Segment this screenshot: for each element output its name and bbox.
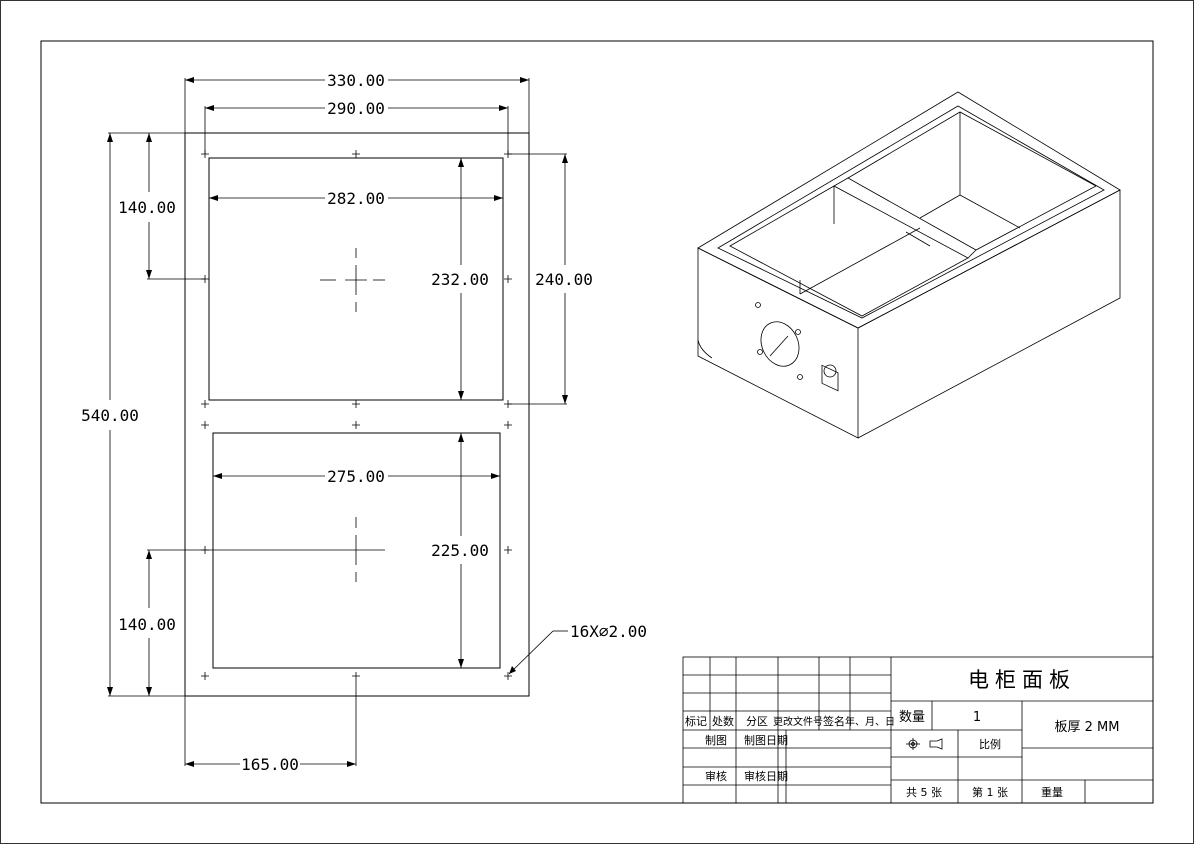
dim-lower-offset: 140.00	[118, 615, 176, 634]
mounting-holes	[201, 150, 512, 680]
panel-outline	[184, 132, 530, 697]
weight-label: 重量	[1041, 785, 1063, 799]
dim-upper-cutout-width: 282.00	[327, 189, 385, 208]
dimension-lines	[108, 78, 568, 766]
center-mark-upper	[320, 248, 385, 312]
iso-top-rim	[697, 91, 1121, 329]
review-label: 审核	[705, 769, 727, 783]
iso-front-face	[697, 247, 859, 439]
rev-header: 更改文件号	[773, 715, 823, 728]
projection-symbol-icon	[906, 738, 943, 750]
iso-small-holes	[755, 302, 837, 380]
scale-label: 比例	[979, 737, 1001, 751]
dim-upper-hole-span-height: 240.00	[535, 270, 593, 289]
iso-round-cutout	[760, 321, 800, 367]
dim-hole-span-width: 290.00	[327, 99, 385, 118]
title-block	[682, 656, 1154, 804]
sheet-number: 第 1 张	[972, 785, 1008, 799]
dim-lower-cutout-width: 275.00	[327, 467, 385, 486]
quantity-label: 数量	[899, 710, 925, 725]
drawn-label: 制图	[705, 734, 727, 747]
dimension-arrows	[107, 77, 568, 767]
rev-header: 年、月、日	[845, 715, 895, 728]
drawn-date-label: 制图日期	[744, 734, 788, 747]
front-view: 330.00 290.00 282.00 232.00 240.00 140.0…	[81, 71, 647, 774]
hole-callout: 16X⌀2.00	[570, 622, 647, 641]
isometric-view	[697, 91, 1121, 439]
thickness-label: 板厚 2 MM	[1055, 720, 1120, 735]
dim-upper-offset: 140.00	[118, 198, 176, 217]
dim-lower-cutout-height: 225.00	[431, 541, 489, 560]
dim-overall-width: 330.00	[327, 71, 385, 90]
lower-cutout	[212, 432, 501, 669]
dim-upper-cutout-height: 232.00	[431, 270, 489, 289]
rev-header: 分区	[746, 715, 768, 728]
rev-header: 处数	[712, 715, 734, 728]
sheets-total: 共 5 张	[906, 786, 942, 799]
dim-bottom-offset: 165.00	[241, 755, 299, 774]
drawing-frame	[40, 40, 1154, 804]
rev-header: 标记	[685, 714, 707, 728]
drawing-title: 电柜面板	[968, 668, 1076, 692]
rev-header: 签名	[823, 714, 845, 728]
quantity-value: 1	[973, 710, 981, 725]
review-date-label: 审核日期	[744, 769, 788, 783]
dim-overall-height: 540.00	[81, 406, 139, 425]
iso-square-cutout	[821, 364, 839, 392]
iso-right-face	[857, 189, 1121, 439]
